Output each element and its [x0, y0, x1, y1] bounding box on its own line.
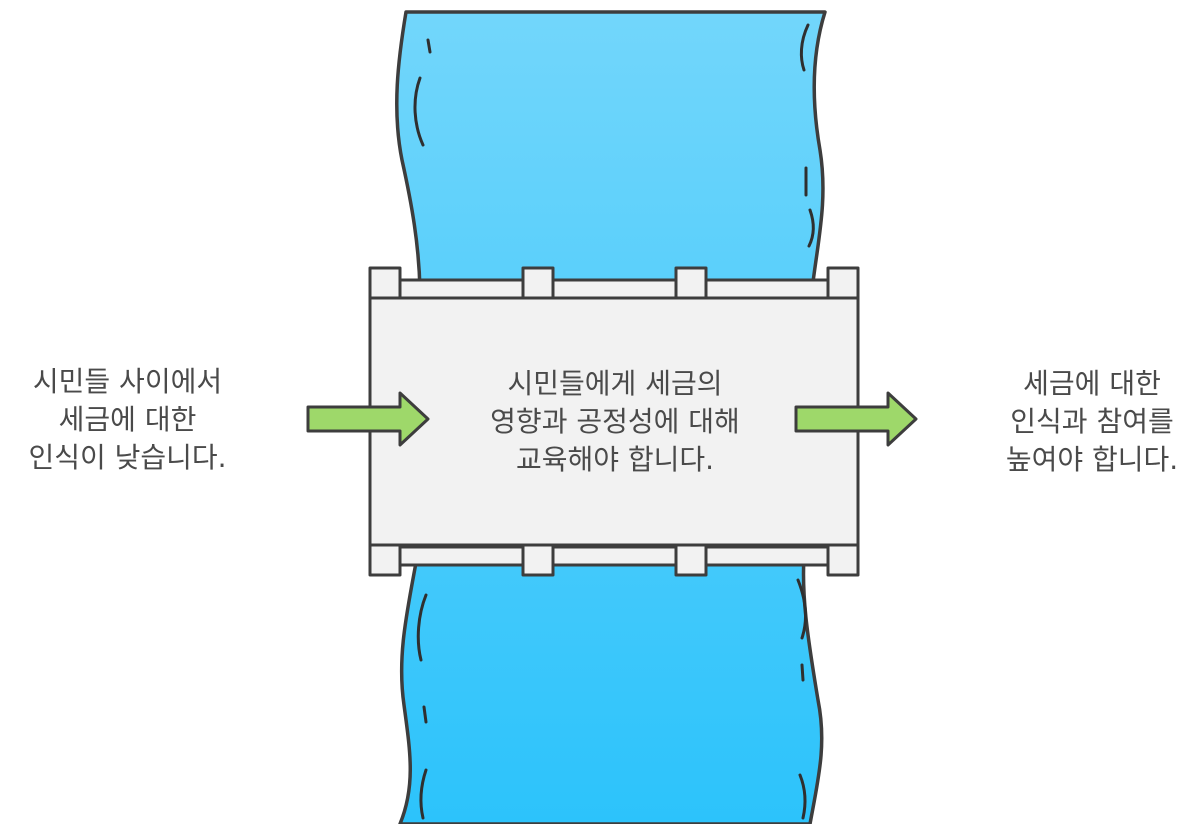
bridge-post: [521, 266, 555, 300]
problem-caption: 시민들 사이에서 세금에 대한 인식이 낮습니다.: [0, 363, 255, 477]
caption-line: 교육해야 합니다.: [515, 443, 715, 476]
caption-line: 영향과 공정성에 대해: [490, 405, 740, 438]
caption-line: 시민들 사이에서: [32, 365, 223, 398]
bridge-icon: [368, 266, 860, 577]
river-ripple: [422, 705, 428, 724]
caption-line: 인식이 낮습니다.: [28, 441, 227, 474]
river-ripple: [796, 578, 807, 640]
caption-line: 시민들에게 세금의: [507, 367, 723, 400]
caption-line: 인식과 참여를: [1010, 405, 1174, 438]
caption-line: 세금에 대한: [1023, 367, 1161, 400]
arrow-right-icon: [794, 391, 918, 447]
bridge-post: [368, 543, 402, 577]
river-ripple: [799, 23, 810, 72]
river-ripple: [413, 76, 425, 147]
river-ripple: [798, 773, 807, 820]
river-ripple: [416, 593, 428, 662]
bridge-deck: [368, 296, 860, 547]
bridge-post: [521, 543, 555, 577]
arrow-right-icon: [306, 391, 430, 447]
caption-line: 높여야 합니다.: [1005, 443, 1179, 476]
bridge-caption: 시민들에게 세금의 영향과 공정성에 대해 교육해야 합니다.: [425, 365, 805, 479]
goal-caption: 세금에 대한 인식과 참여를 높여야 합니다.: [980, 365, 1204, 479]
bridge-railing-top: [383, 278, 845, 300]
river-ripple: [426, 38, 432, 54]
river-ripple: [807, 208, 815, 248]
bridge-railing-bottom: [383, 545, 845, 567]
river-ripple: [800, 663, 805, 682]
bridge-post: [826, 266, 860, 300]
river-ripple: [419, 768, 428, 820]
bridge-post: [368, 266, 402, 300]
bridge-post: [826, 543, 860, 577]
caption-line: 세금에 대한: [58, 403, 197, 436]
bridge-post: [674, 266, 708, 300]
bridge-post: [674, 543, 708, 577]
